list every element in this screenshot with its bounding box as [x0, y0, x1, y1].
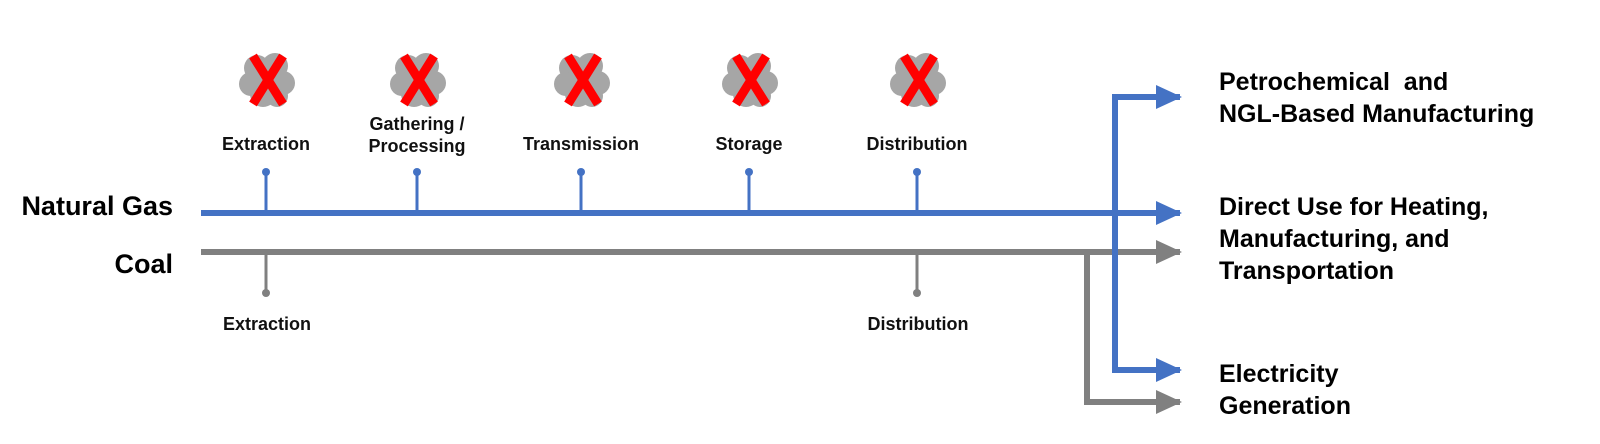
ng-stage-dot [413, 168, 421, 176]
coal-label: Coal [114, 249, 173, 279]
cloud-crossed-out-icon [390, 53, 446, 107]
end-use-label: Manufacturing, and [1219, 225, 1450, 253]
ng-stage-label: Processing [368, 136, 465, 156]
coal-stages: Extraction Distribution [223, 254, 969, 334]
ng-stage-label: Transmission [523, 134, 639, 154]
coal-to-electricity-branch [1084, 252, 1182, 414]
natural-gas-label: Natural Gas [21, 191, 173, 221]
ng-stage-distribution: Distribution [867, 53, 968, 212]
end-use-label: Electricity [1219, 360, 1339, 388]
end-use-label: Generation [1219, 392, 1351, 420]
ng-stage-dot [262, 168, 270, 176]
coal-stage-distribution: Distribution [868, 254, 969, 334]
ng-stage-dot [577, 168, 585, 176]
ng-stage-extraction: Extraction [222, 53, 310, 212]
coal-stage-label: Extraction [223, 314, 311, 334]
ng-stage-label: Distribution [867, 134, 968, 154]
ng-stage-label: Storage [715, 134, 782, 154]
coal-stage-dot [913, 289, 921, 297]
ng-stage-storage: Storage [715, 53, 783, 212]
cloud-crossed-out-icon [554, 53, 610, 107]
cloud-crossed-out-icon [239, 53, 295, 107]
coal-stage-label: Distribution [868, 314, 969, 334]
cloud-crossed-out-icon [722, 53, 778, 107]
coal-stage-dot [262, 289, 270, 297]
end-use-label: NGL-Based Manufacturing [1219, 100, 1534, 128]
ng-stage-dot [745, 168, 753, 176]
end-use-label: Petrochemical and [1219, 68, 1448, 96]
coal-stage-extraction: Extraction [223, 254, 311, 334]
end-use-label: Direct Use for Heating, [1219, 193, 1489, 221]
end-use-label: Transportation [1219, 257, 1394, 285]
cloud-crossed-out-icon [890, 53, 946, 107]
ng-stage-label: Gathering / [369, 114, 464, 134]
end-use-direct-use-for-heating-manufacturing-and-transportation: Direct Use for Heating, Manufacturing, an… [1219, 193, 1489, 285]
ng-stage-transmission: Transmission [523, 53, 639, 212]
ng-stage-dot [913, 168, 921, 176]
ng-stage-label: Extraction [222, 134, 310, 154]
ng-stage-gathering-processing: Gathering /Processing [368, 53, 466, 212]
